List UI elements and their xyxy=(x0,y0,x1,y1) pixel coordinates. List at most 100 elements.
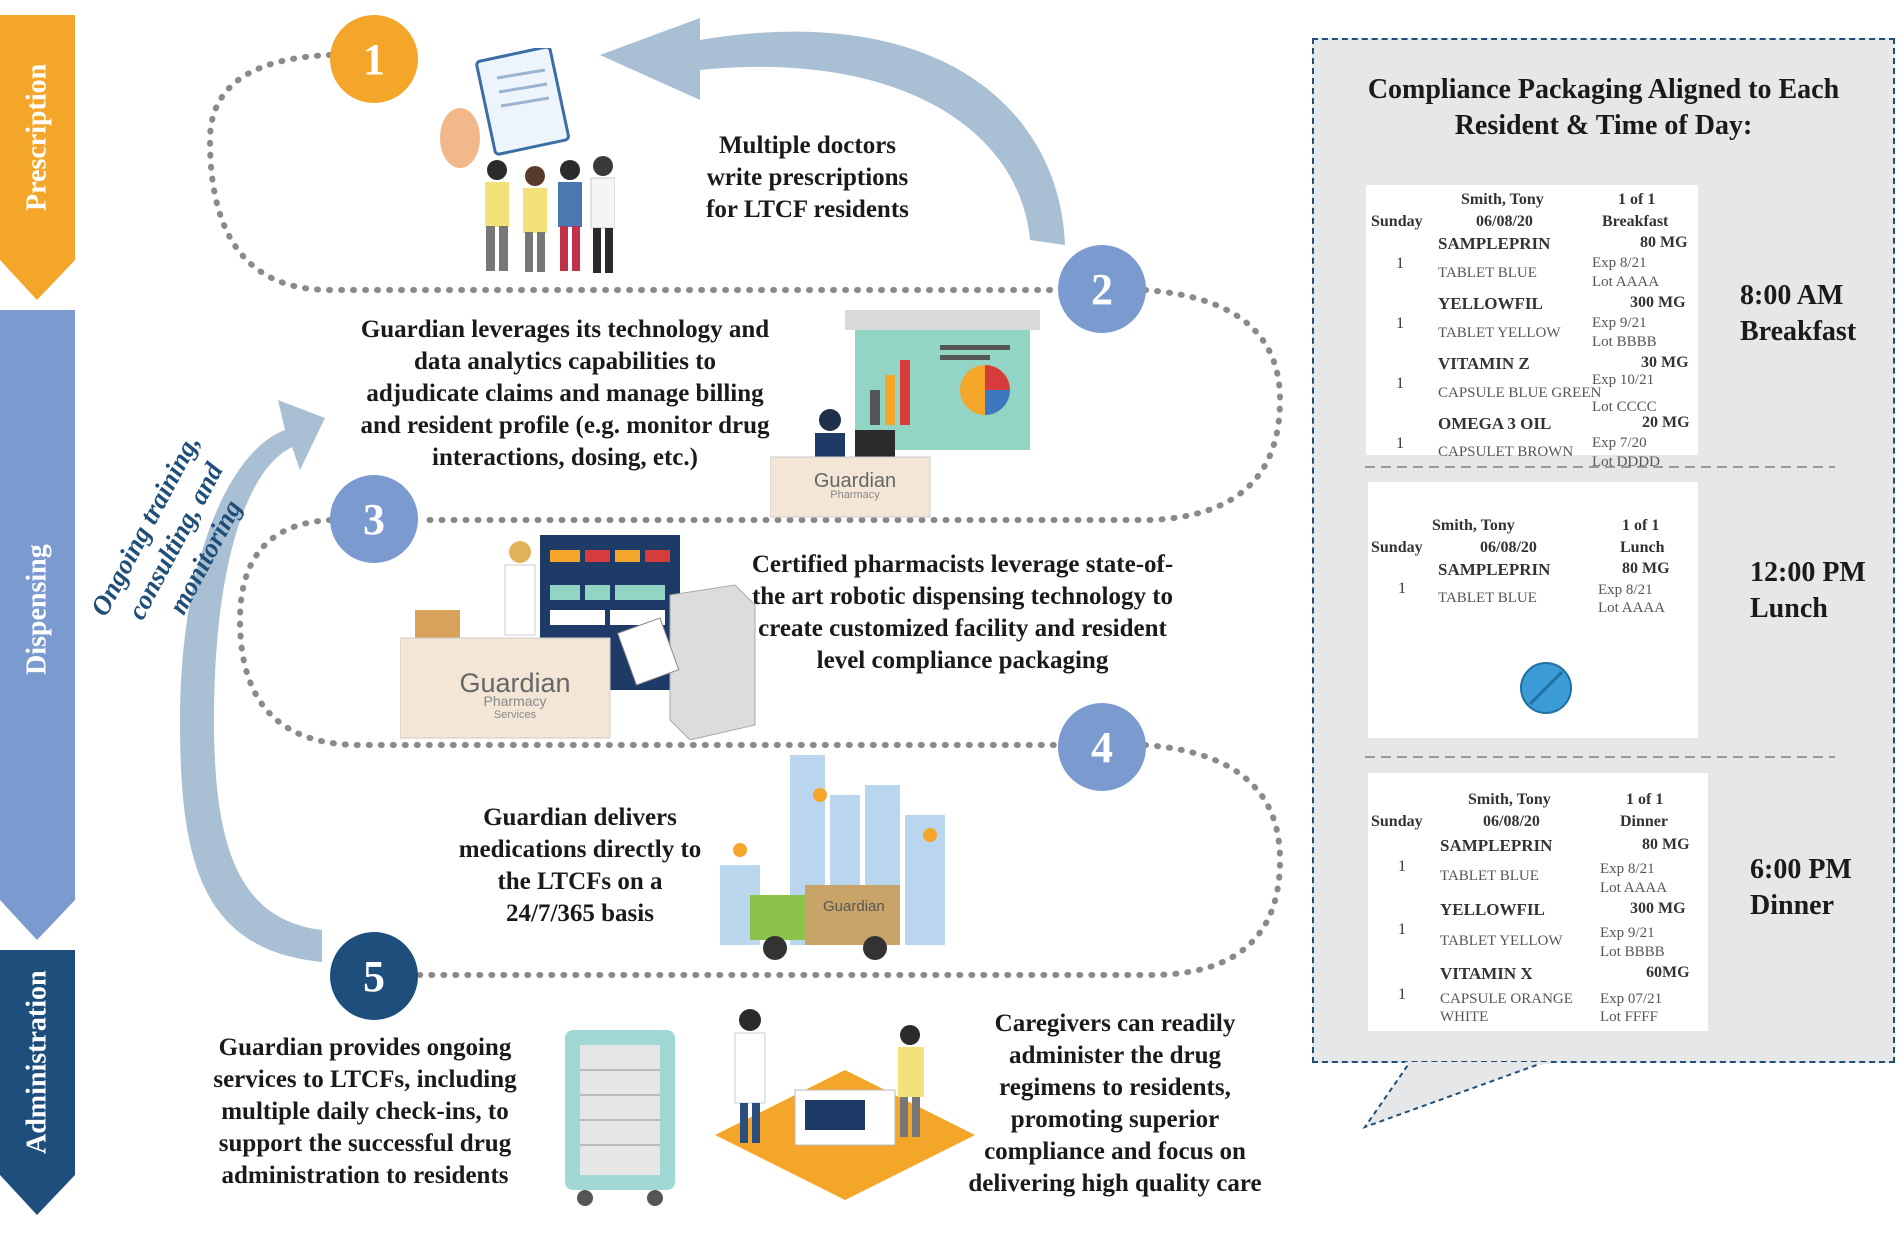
med-qty: 1 xyxy=(1398,858,1406,875)
path-segment-1 xyxy=(206,52,1063,293)
phase-prescription-shape xyxy=(0,15,75,300)
step-3-circle: 3 xyxy=(330,475,418,563)
desk-logo: Guardian Pharmacy xyxy=(800,470,910,501)
card-name: Smith, Tony xyxy=(1461,191,1544,208)
step-5-circle: 5 xyxy=(330,932,418,1020)
card-separators xyxy=(1365,466,1835,758)
delivery-illustration xyxy=(720,755,945,960)
step-1-text: Multiple doctors write prescriptions for… xyxy=(706,132,909,223)
time-breakfast-clock: 8:00 AM xyxy=(1740,280,1844,311)
card-meal: Lunch xyxy=(1620,539,1665,556)
card-name: Smith, Tony xyxy=(1432,517,1515,534)
step-5-text: Guardian provides ongoing services to LT… xyxy=(213,1034,517,1189)
med-lot: Lot FFFF xyxy=(1600,1009,1658,1025)
med-name: OMEGA 3 OIL xyxy=(1438,414,1552,433)
med-exp: Exp 07/21 xyxy=(1600,991,1663,1007)
panel-callout-tail xyxy=(1362,1062,1550,1130)
med-qty: 1 xyxy=(1396,375,1404,392)
phase-administration-shape xyxy=(0,950,75,1215)
time-lunch: 12:00 PM Lunch xyxy=(1750,555,1866,627)
med-form: TABLET BLUE xyxy=(1438,265,1537,281)
pack-card-breakfast: Sunday Smith, Tony 06/08/20 1 of 1 Break… xyxy=(1366,185,1698,470)
med-exp: Exp 8/21 xyxy=(1598,582,1653,598)
phase-prescription: Prescription xyxy=(0,15,75,300)
time-lunch-clock: 12:00 PM xyxy=(1750,557,1866,588)
med-dose: 20 MG xyxy=(1642,414,1690,431)
step-4-circle: 4 xyxy=(1058,703,1146,791)
phase-dispensing: Dispensing xyxy=(0,310,75,940)
return-arrow-left xyxy=(180,400,325,962)
med-form-2: WHITE xyxy=(1440,1009,1489,1025)
time-lunch-meal: Lunch xyxy=(1750,593,1828,624)
card-count: 1 of 1 xyxy=(1622,517,1660,534)
pill-icon xyxy=(1520,662,1572,714)
counter-logo-sub2: Services xyxy=(493,709,537,721)
desk-logo-sub: Pharmacy xyxy=(830,489,880,501)
time-dinner-clock: 6:00 PM xyxy=(1750,854,1852,885)
administration-illustration xyxy=(565,1009,975,1206)
card-date: 06/08/20 xyxy=(1480,539,1537,556)
med-dose: 300 MG xyxy=(1630,900,1686,917)
card-count: 1 of 1 xyxy=(1626,791,1664,808)
med-lot: Lot AAAA xyxy=(1598,600,1666,616)
card-name: Smith, Tony xyxy=(1468,791,1551,808)
med-lot: Lot AAAA xyxy=(1600,880,1668,896)
workflow-path xyxy=(180,18,1284,978)
med-dose: 300 MG xyxy=(1630,294,1686,311)
analytics-illustration xyxy=(770,310,1040,518)
return-arrow-top xyxy=(600,18,1065,245)
med-qty: 1 xyxy=(1398,921,1406,938)
phase-administration: Administration xyxy=(0,950,75,1215)
med-exp: Exp 10/21 xyxy=(1592,372,1655,388)
med-name: YELLOWFIL xyxy=(1438,294,1543,313)
card-day: Sunday xyxy=(1371,213,1423,230)
card-meal: Breakfast xyxy=(1602,213,1669,230)
med-dose: 80 MG xyxy=(1640,234,1688,251)
time-breakfast-meal: Breakfast xyxy=(1740,316,1857,347)
step-2-text: Guardian leverages its technology and da… xyxy=(360,316,770,471)
counter-logo-sub1: Pharmacy xyxy=(483,693,547,709)
med-dose: 80 MG xyxy=(1622,560,1670,577)
doctors-illustration xyxy=(440,48,615,273)
med-lot: Lot BBBB xyxy=(1592,334,1657,350)
counter-logo-word: Guardian xyxy=(459,668,571,698)
panel-title: Compliance Packaging Aligned to Each Res… xyxy=(1367,74,1840,141)
counter-logo: Guardian Pharmacy Services xyxy=(440,668,590,721)
card-date: 06/08/20 xyxy=(1483,813,1540,830)
card-date: 06/08/20 xyxy=(1476,213,1533,230)
time-dinner: 6:00 PM Dinner xyxy=(1750,852,1852,924)
time-dinner-meal: Dinner xyxy=(1750,890,1834,921)
phase-dispensing-shape xyxy=(0,310,75,940)
med-dose: 80 MG xyxy=(1642,836,1690,853)
step-3-text: Certified pharmacists leverage state-of-… xyxy=(751,551,1174,674)
med-name: SAMPLEPRIN xyxy=(1438,234,1551,253)
med-exp: Exp 7/20 xyxy=(1592,435,1647,451)
med-name: SAMPLEPRIN xyxy=(1438,560,1551,579)
med-form: TABLET YELLOW xyxy=(1440,933,1563,949)
med-exp: Exp 9/21 xyxy=(1600,925,1655,941)
pack-card-lunch: Sunday Smith, Tony 06/08/20 1 of 1 Lunch… xyxy=(1368,482,1698,738)
path-segment-4 xyxy=(417,742,1284,978)
med-lot: Lot AAAA xyxy=(1592,274,1660,290)
med-exp: Exp 8/21 xyxy=(1600,861,1655,877)
med-form: TABLET BLUE xyxy=(1438,590,1537,606)
card-meal: Dinner xyxy=(1620,813,1668,830)
path-segment-2 xyxy=(417,287,1284,523)
step-1-circle: 1 xyxy=(330,15,418,103)
path-segment-3 xyxy=(236,517,1063,748)
med-lot: Lot DDDD xyxy=(1592,454,1660,470)
med-qty: 1 xyxy=(1398,986,1406,1003)
med-name: SAMPLEPRIN xyxy=(1440,836,1553,855)
med-form: TABLET BLUE xyxy=(1440,868,1539,884)
card-day: Sunday xyxy=(1371,813,1423,830)
med-form: TABLET YELLOW xyxy=(1438,325,1561,341)
truck-logo: Guardian xyxy=(823,898,885,915)
step-2-circle: 2 xyxy=(1058,245,1146,333)
med-dose: 30 MG xyxy=(1641,354,1689,371)
med-lot: Lot CCCC xyxy=(1592,399,1657,415)
med-exp: Exp 8/21 xyxy=(1592,255,1647,271)
med-name: VITAMIN Z xyxy=(1438,354,1530,373)
med-dose: 60MG xyxy=(1646,964,1690,981)
med-lot: Lot BBBB xyxy=(1600,944,1665,960)
step-4-text: Guardian delivers medications directly t… xyxy=(458,804,702,927)
